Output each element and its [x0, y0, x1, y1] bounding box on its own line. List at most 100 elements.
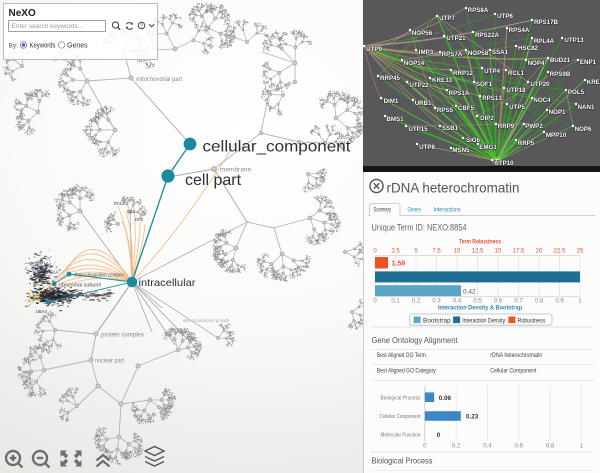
svg-text:RPS7A: RPS7A — [442, 51, 463, 58]
svg-text:UTP21: UTP21 — [446, 35, 466, 42]
svg-text:0.6: 0.6 — [515, 444, 524, 450]
svg-text:ribosomal subunit: ribosomal subunit — [59, 283, 102, 289]
svg-text:1: 1 — [578, 299, 582, 305]
svg-text:cellular_component: cellular_component — [203, 139, 352, 156]
svg-text:ribosomal subunit precursor: ribosomal subunit precursor — [64, 293, 111, 299]
svg-text:0.4: 0.4 — [453, 299, 462, 305]
svg-text:site of polarized growth: site of polarized growth — [183, 318, 230, 323]
svg-text:UTP18: UTP18 — [506, 87, 526, 94]
svg-text:Gene Ontology Alignment: Gene Ontology Alignment — [372, 335, 459, 345]
svg-text:UTP8: UTP8 — [419, 144, 435, 151]
svg-text:Enter search keywords...: Enter search keywords... — [12, 23, 84, 30]
svg-text:Interaction Density: Interaction Density — [462, 319, 505, 325]
svg-text:PWP2: PWP2 — [525, 123, 543, 130]
svg-text:RPS5: RPS5 — [437, 107, 454, 114]
svg-text:15: 15 — [495, 249, 502, 255]
svg-text:Molecular Function: Molecular Function — [381, 433, 421, 439]
svg-text:UTP22: UTP22 — [409, 82, 429, 89]
svg-text:SSA1: SSA1 — [492, 49, 509, 56]
svg-text:0.4: 0.4 — [483, 444, 492, 450]
svg-text:UTP20: UTP20 — [530, 81, 550, 88]
svg-text:protein complex: protein complex — [101, 332, 145, 339]
svg-text:Genes: Genes — [408, 207, 422, 214]
svg-text:0.2: 0.2 — [452, 444, 461, 450]
svg-text:KRE1: KRE1 — [587, 79, 600, 86]
svg-text:NOP58: NOP58 — [468, 50, 489, 57]
svg-text:SOF1: SOF1 — [476, 81, 493, 88]
svg-text:membrane: membrane — [220, 167, 251, 174]
svg-text:RCL5: RCL5 — [114, 201, 125, 206]
svg-text:22.5: 22.5 — [554, 249, 566, 255]
svg-text:0.7: 0.7 — [514, 299, 523, 305]
svg-text:Interactions: Interactions — [434, 207, 461, 214]
svg-text:RPS8A: RPS8A — [468, 7, 489, 14]
svg-text:URB1: URB1 — [415, 100, 432, 107]
svg-text:rDNA heterochromatin: rDNA heterochromatin — [490, 353, 542, 359]
svg-text:Biological Process: Biological Process — [372, 456, 433, 466]
svg-text:Best Aligned GO Category: Best Aligned GO Category — [377, 369, 436, 375]
svg-text:0.42: 0.42 — [463, 289, 476, 296]
svg-text:ENP1: ENP1 — [580, 59, 597, 66]
svg-text:RPS9B: RPS9B — [550, 71, 571, 78]
svg-text:0.3: 0.3 — [432, 299, 441, 305]
svg-text:0.2: 0.2 — [412, 299, 421, 305]
svg-text:RPS13: RPS13 — [482, 95, 502, 102]
svg-text:SSB1: SSB1 — [442, 125, 459, 132]
svg-text:RPS4A: RPS4A — [509, 27, 530, 34]
svg-text:SIO6: SIO6 — [466, 137, 481, 144]
svg-text:RPS1A: RPS1A — [449, 90, 470, 97]
svg-text:intracellular: intracellular — [139, 277, 197, 289]
svg-text:Term Robustness: Term Robustness — [459, 239, 501, 246]
svg-text:2.5: 2.5 — [391, 249, 400, 255]
svg-text:ribonucleoprotein complex: ribonucleoprotein complex — [74, 273, 124, 279]
svg-text:DIP2: DIP2 — [480, 115, 494, 122]
svg-text:20: 20 — [536, 249, 543, 255]
svg-text:0.8: 0.8 — [535, 299, 544, 305]
svg-text:NeXO: NeXO — [9, 8, 36, 19]
svg-text:RPS22A: RPS22A — [475, 32, 500, 39]
svg-text:Keywords: Keywords — [30, 43, 56, 50]
svg-text:Genes: Genes — [67, 43, 88, 50]
svg-text:Interaction Density & Bootstra: Interaction Density & Bootstrap — [438, 305, 522, 312]
svg-text:MPP10: MPP10 — [546, 132, 567, 139]
svg-text:UBA4: UBA4 — [36, 309, 48, 314]
svg-text:UTP7: UTP7 — [439, 15, 455, 22]
svg-text:7.5: 7.5 — [432, 249, 441, 255]
svg-text:UTP9: UTP9 — [366, 46, 382, 53]
svg-text:25: 25 — [577, 249, 584, 255]
svg-text:CBF5: CBF5 — [458, 105, 475, 112]
svg-text:nuclear part: nuclear part — [95, 359, 124, 365]
svg-text:NOP6: NOP6 — [575, 126, 592, 133]
svg-text:RRP12: RRP12 — [453, 70, 474, 77]
svg-text:KRE33: KRE33 — [432, 77, 453, 84]
svg-text:Robustness: Robustness — [518, 319, 546, 325]
svg-text:?: ? — [140, 24, 144, 30]
svg-text:DIM1: DIM1 — [384, 98, 399, 105]
svg-text:RPL4A: RPL4A — [534, 38, 555, 45]
svg-text:NOP56: NOP56 — [412, 30, 433, 37]
svg-text:BMS1: BMS1 — [386, 116, 404, 123]
svg-text:0.06: 0.06 — [439, 395, 452, 402]
svg-text:0: 0 — [423, 444, 427, 450]
svg-text:NOP1: NOP1 — [549, 109, 566, 116]
svg-text:Biological Process: Biological Process — [381, 396, 421, 402]
svg-text:Summary: Summary — [374, 207, 392, 214]
svg-text:0.1: 0.1 — [391, 299, 400, 305]
svg-text:POL5: POL5 — [568, 89, 585, 96]
svg-text:0: 0 — [437, 432, 441, 439]
svg-text:1: 1 — [580, 444, 584, 450]
svg-text:UTP10: UTP10 — [494, 160, 514, 167]
svg-text:RRP9: RRP9 — [498, 123, 515, 130]
svg-text:UTP15: UTP15 — [408, 126, 428, 133]
svg-text:UTP5: UTP5 — [509, 104, 525, 111]
svg-text:RPS1A: RPS1A — [44, 270, 58, 275]
svg-text:10: 10 — [454, 249, 461, 255]
svg-text:UTP4: UTP4 — [484, 68, 500, 75]
svg-text:NAN1: NAN1 — [578, 104, 595, 111]
svg-text:0.6: 0.6 — [494, 299, 503, 305]
svg-text:Cellular Component: Cellular Component — [490, 369, 536, 375]
svg-text:12.5: 12.5 — [472, 249, 484, 255]
svg-text:0.9: 0.9 — [555, 299, 564, 305]
svg-text:NOP4: NOP4 — [528, 60, 545, 67]
svg-text:RRP45: RRP45 — [380, 75, 401, 82]
